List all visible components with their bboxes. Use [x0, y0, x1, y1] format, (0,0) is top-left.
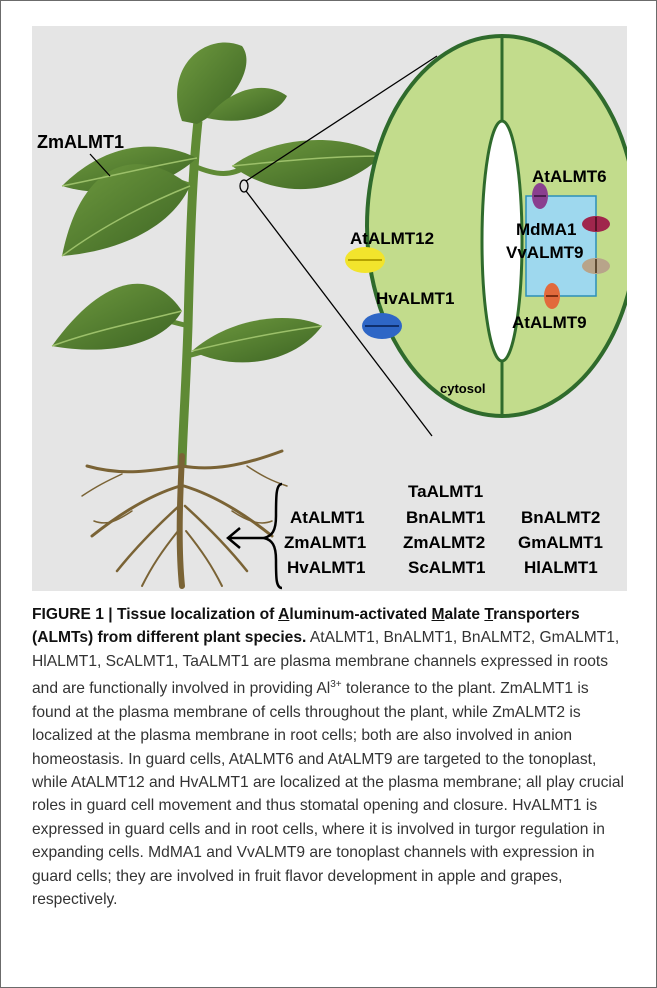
root-label-bnalmt1: BnALMT1 [406, 508, 485, 527]
channel-mdma1 [582, 216, 610, 232]
channel-atalmt12 [345, 247, 385, 273]
root-label-zmalmt2: ZmALMT2 [403, 533, 485, 552]
label-mdma1: MdMA1 [516, 220, 576, 239]
root-label-scalmt1: ScALMT1 [408, 558, 485, 577]
root-label-hlalmt1: HlALMT1 [524, 558, 598, 577]
label-cytosol: cytosol [440, 381, 486, 396]
caption-body-2: tolerance to the plant. ZmALMT1 is found… [32, 680, 624, 908]
caption-superscript: 3+ [330, 679, 341, 690]
label-atalmt6: AtALMT6 [532, 167, 607, 186]
channel-hvalmt1 [362, 313, 402, 339]
root-label-zmalmt1: ZmALMT1 [284, 533, 366, 552]
channel-atalmt6 [532, 183, 548, 209]
figure-illustration: ZmALMT1 AtALMT6 MdMA1 VvALMT9 AtALMT9 At [32, 26, 627, 591]
root-label-bnalmt2: BnALMT2 [521, 508, 600, 527]
channel-vvalmt9 [582, 258, 610, 274]
root-label-atalmt1: AtALMT1 [290, 508, 365, 527]
leaf-label: ZmALMT1 [37, 132, 124, 152]
channel-atalmt9 [544, 283, 560, 309]
root-label-hvalmt1: HvALMT1 [287, 558, 365, 577]
label-vvalmt9: VvALMT9 [506, 243, 583, 262]
label-atalmt12: AtALMT12 [350, 229, 434, 248]
root-label-taalmt1: TaALMT1 [408, 482, 483, 501]
root-label-gmalmt1: GmALMT1 [518, 533, 603, 552]
label-hvalmt1: HvALMT1 [376, 289, 454, 308]
figure-caption: FIGURE 1 | Tissue localization of Alumin… [32, 603, 630, 911]
label-atalmt9: AtALMT9 [512, 313, 587, 332]
